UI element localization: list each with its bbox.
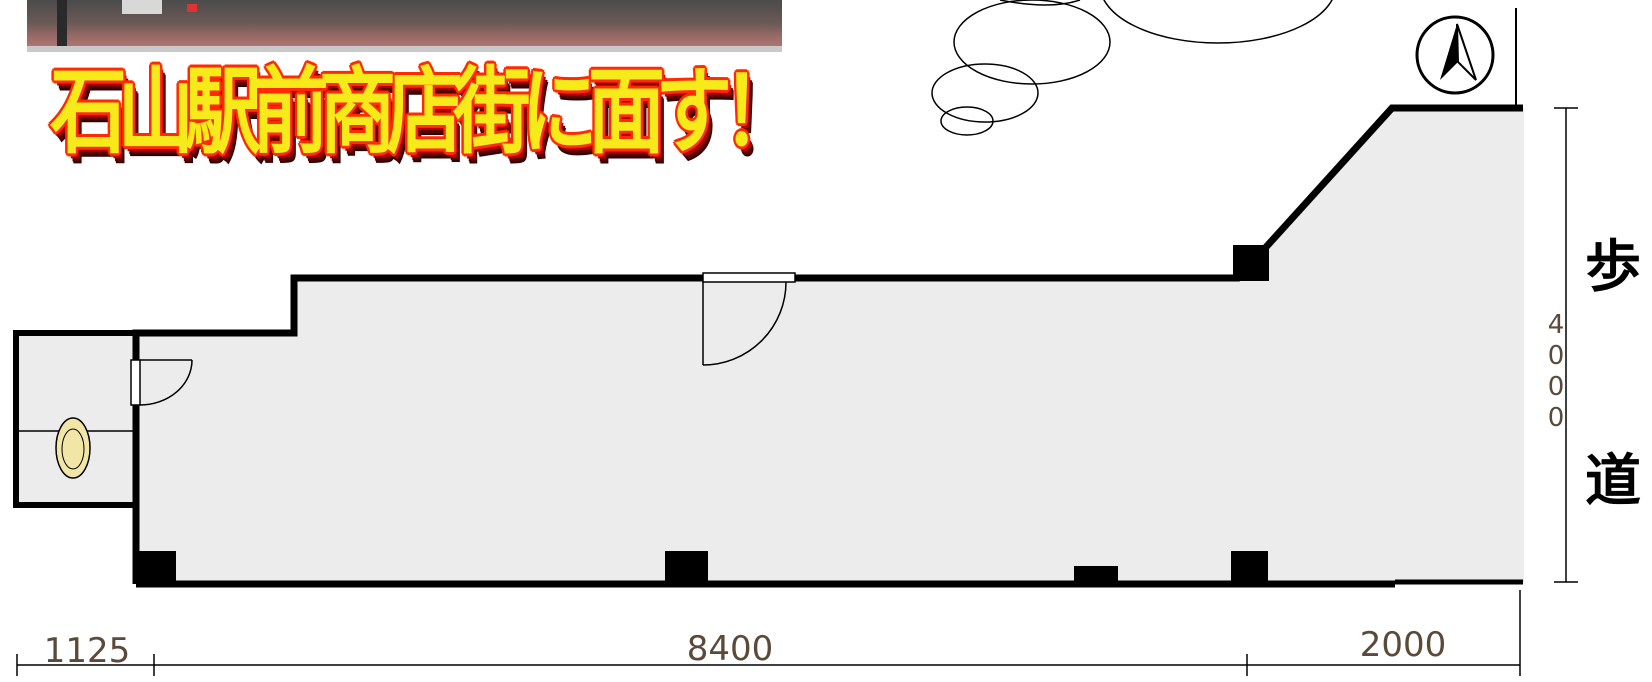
column-2 — [665, 551, 708, 585]
sidewalk-label-bottom: 道 — [1585, 449, 1641, 514]
tree-circle-2 — [953, 0, 1111, 85]
vertical-dimension — [1554, 107, 1578, 583]
toilet-bowl-icon — [55, 417, 91, 479]
toilet-room-wall — [13, 330, 138, 508]
vertical-digit-1: 4 — [1548, 310, 1565, 340]
sidewalk-curb — [27, 46, 782, 52]
door-top-swing — [702, 281, 787, 366]
toilet-door-frame — [130, 359, 141, 406]
toilet-seat-icon — [61, 428, 85, 470]
tree-circle-3 — [931, 63, 1039, 123]
door-top-frame — [702, 272, 796, 283]
north-arrow-icon — [1415, 15, 1495, 95]
tree-circle-4 — [940, 106, 994, 136]
column-5 — [1233, 245, 1269, 281]
column-1 — [136, 551, 176, 585]
dimension-1125: 1125 — [44, 631, 131, 671]
street-sign — [122, 0, 162, 14]
tree-circle-1 — [1103, 0, 1333, 44]
column-3 — [1074, 566, 1118, 585]
dimension-2000: 2000 — [1360, 625, 1447, 665]
traffic-cone — [187, 4, 197, 12]
bottom-dimension-labels: 1125 8400 2000 — [44, 625, 1447, 671]
vertical-digit-3: 0 — [1548, 372, 1565, 402]
bottom-dimension — [16, 590, 1521, 676]
shop-floor — [136, 108, 1524, 584]
vertical-digit-2: 0 — [1548, 341, 1565, 371]
toilet-door-swing — [139, 359, 193, 406]
shop-wall-outline — [132, 104, 1523, 584]
tree-doodles — [931, 0, 1333, 136]
street-photo — [27, 0, 782, 52]
headline-text: 石山駅前商店街に面す！ — [50, 58, 799, 167]
vertical-digit-4: 0 — [1548, 403, 1565, 433]
street-pole — [57, 0, 67, 52]
dimension-8400: 8400 — [687, 629, 774, 669]
vertical-dimension-label: 4 0 0 0 — [1548, 310, 1565, 433]
sidewalk-label-top: 歩 — [1585, 235, 1641, 300]
column-4 — [1231, 551, 1268, 585]
tree-squiggle — [999, 0, 1081, 6]
